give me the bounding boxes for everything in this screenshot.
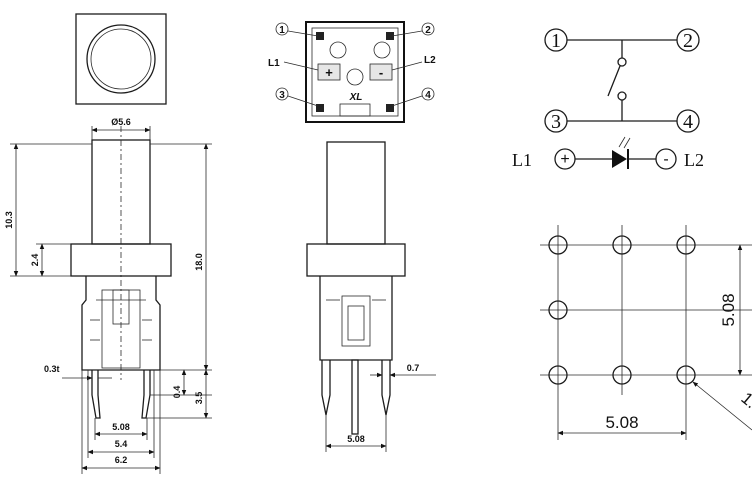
dim-thickness: 0.3t	[44, 364, 60, 374]
schem-l2: L2	[684, 150, 704, 170]
top-pin-3: 3	[279, 90, 285, 101]
side-stem	[326, 141, 386, 245]
collar	[70, 243, 172, 277]
side-collar	[306, 243, 406, 277]
hole	[548, 300, 568, 320]
top-pin-4: 4	[425, 90, 431, 101]
side-pin-center	[351, 359, 359, 435]
polarity-plus: +	[325, 65, 333, 80]
schem-l1: L1	[512, 150, 532, 170]
led-plus-pad	[317, 63, 341, 81]
hole	[612, 365, 632, 385]
term-3: 3	[551, 111, 561, 133]
schematic: 1 2 3 4 L1 + - L2	[512, 28, 704, 170]
side-body	[319, 276, 393, 361]
dim-pin-pitch: 5.08	[112, 422, 130, 432]
dim-pin-length: 3.5	[194, 392, 204, 405]
top-label-l1: L1	[268, 58, 280, 69]
inner-window	[101, 289, 141, 369]
hole	[612, 235, 632, 255]
led-diode	[612, 150, 627, 168]
hole	[676, 365, 696, 385]
front-view: Ø5.6 10.3 2.4 18.0 0.4 3.5 0.3t 5.08 5.4	[4, 13, 212, 474]
switch-lever	[607, 65, 621, 97]
polarity-minus: -	[379, 65, 383, 80]
top-pin-1: 1	[279, 25, 285, 36]
top-pin-4-circle	[421, 87, 435, 101]
cap-inner-circle	[90, 28, 152, 90]
dim-pin-offset: 0.4	[172, 386, 182, 399]
top-body-outer	[305, 21, 405, 123]
term-1: 1	[551, 30, 561, 52]
plunger	[112, 289, 130, 325]
top-pin-1-circle	[275, 22, 289, 36]
pin-right	[141, 370, 151, 419]
dim-total-height: 18.0	[194, 253, 204, 271]
dim-pin-width: 0.7	[407, 363, 420, 373]
dim-body-inner: 5.4	[115, 439, 128, 449]
term-4: 4	[683, 111, 693, 133]
top-label-l2: L2	[424, 55, 436, 66]
led-minus-pad	[369, 63, 393, 81]
schem-minus: -	[663, 151, 668, 168]
top-pin-2-circle	[421, 22, 435, 36]
cap-top-square	[75, 13, 167, 105]
dim-cap-diameter: Ø5.6	[111, 117, 131, 127]
pin-left	[91, 370, 101, 419]
side-pin-left	[321, 360, 331, 416]
hole	[548, 235, 568, 255]
pcb-dim-horizontal: 5.08	[605, 413, 638, 432]
dim-body-width: 6.2	[115, 455, 128, 465]
term-2: 2	[683, 30, 693, 52]
hole	[676, 235, 696, 255]
schem-plus: +	[560, 151, 569, 168]
pcb-layout: 5.08 5.08 1.0	[540, 225, 752, 440]
led-minus-circle	[655, 148, 677, 170]
pcb-dim-vertical: 5.08	[719, 293, 738, 326]
dim-stem-height: 10.3	[4, 211, 14, 229]
side-pin-right	[381, 360, 391, 416]
switch-body	[81, 276, 161, 371]
side-view: 0.7 5.08	[306, 141, 436, 452]
top-view: + - XL 1 2 3 4 L1 L2	[268, 21, 436, 123]
pcb-hole-label: 1.0	[737, 389, 752, 419]
top-pin-2: 2	[425, 25, 431, 36]
hole	[548, 365, 568, 385]
dim-collar-height: 2.4	[30, 254, 40, 267]
cap-outer-circle	[86, 24, 156, 94]
xl-marking: XL	[349, 92, 363, 103]
dim-side-pin-pitch: 5.08	[347, 434, 365, 444]
top-pin-3-circle	[275, 87, 289, 101]
